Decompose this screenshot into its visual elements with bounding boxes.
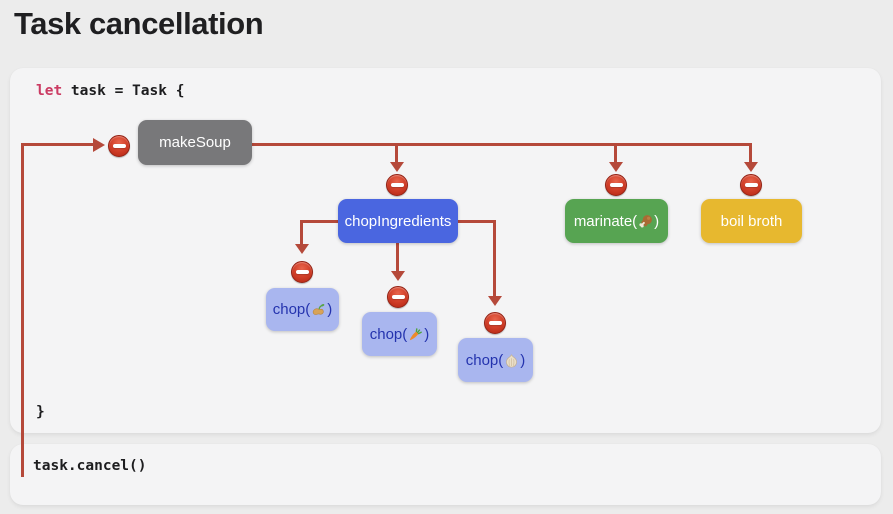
edge-makesoup-children-horizontal <box>252 143 752 146</box>
node-makesoup-label: makeSoup <box>159 134 231 151</box>
node-chop-garlic-label-prefix: chop( <box>465 351 504 369</box>
cancel-icon-boilbroth <box>740 174 762 196</box>
node-chop-ginger: chop() <box>266 288 339 331</box>
node-chop-ginger-label-prefix: chop( <box>272 301 311 318</box>
node-chopingredients: chopIngredients <box>338 199 458 243</box>
code-closing-brace: } <box>36 404 45 420</box>
ginger-icon <box>313 304 325 315</box>
node-marinate-label: marinate() <box>574 213 659 230</box>
arrowhead-to-chop2 <box>390 271 405 281</box>
node-chop-ginger-label: chop() <box>273 301 333 318</box>
code-task-declaration: let task = Task { <box>36 83 184 99</box>
arrowhead-to-chopingredients <box>389 162 404 172</box>
node-marinate: marinate() <box>565 199 668 243</box>
cancel-icon-marinate <box>605 174 627 196</box>
node-chop-garlic-label-suffix: ) <box>520 351 526 369</box>
edge-cancel-to-makesoup-horizontal <box>21 143 93 146</box>
arrowhead-to-chop1 <box>294 244 309 254</box>
node-chop-carrot-label: chop() <box>370 326 430 343</box>
node-chop-carrot-label-prefix: chop( <box>369 325 408 343</box>
edge-chop1-vertical <box>300 220 303 245</box>
node-chop-carrot: chop() <box>362 312 437 356</box>
arrowhead-to-marinate <box>608 162 623 172</box>
node-marinate-label-prefix: marinate( <box>573 212 638 230</box>
code-task-cancel: task.cancel() <box>33 458 147 474</box>
edge-chop2-vertical <box>396 243 399 272</box>
node-chop-ginger-label-suffix: ) <box>327 301 333 318</box>
page-title: Task cancellation <box>14 6 264 41</box>
edge-chop3-horizontal <box>458 220 496 223</box>
code-keyword-let: let <box>36 83 63 99</box>
node-makesoup: makeSoup <box>138 120 252 165</box>
arrowhead-to-makesoup <box>93 137 105 152</box>
cancel-icon-chop2 <box>387 286 409 308</box>
edge-chop1-horizontal <box>301 220 338 223</box>
node-chopingredients-label: chopIngredients <box>344 212 452 230</box>
carrot-icon <box>410 327 423 340</box>
node-chop-garlic-label: chop() <box>466 352 526 369</box>
cancel-icon-makesoup <box>108 135 130 157</box>
cancel-icon-chopingredients <box>386 174 408 196</box>
code-declaration-rest: task = Task { <box>62 83 185 99</box>
node-chop-garlic: chop() <box>458 338 533 382</box>
arrowhead-to-boilbroth <box>743 162 758 172</box>
cancel-panel: task.cancel() <box>10 444 881 505</box>
cancel-icon-chop1 <box>291 261 313 283</box>
arrowhead-to-chop3 <box>487 296 502 306</box>
poultry-leg-icon <box>639 214 653 227</box>
edge-stem-chopingredients <box>395 143 398 164</box>
node-boilbroth: boil broth <box>701 199 802 243</box>
edge-cancel-to-makesoup-vertical <box>21 143 24 477</box>
edge-stem-marinate <box>614 143 617 164</box>
edge-stem-boilbroth <box>749 143 752 164</box>
garlic-icon <box>506 353 518 367</box>
node-chop-carrot-label-suffix: ) <box>424 325 430 343</box>
edge-chop3-vertical <box>493 220 496 297</box>
node-marinate-label-suffix: ) <box>654 212 660 230</box>
node-boilbroth-label: boil broth <box>720 212 783 230</box>
cancel-icon-chop3 <box>484 312 506 334</box>
